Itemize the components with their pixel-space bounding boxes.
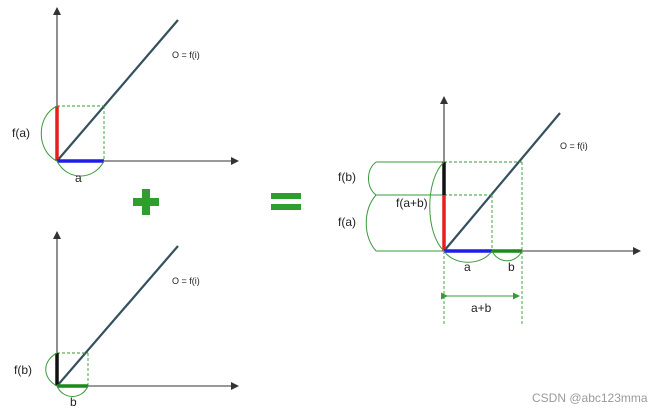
label-fb: f(b) bbox=[338, 170, 356, 184]
label-fa: f(a) bbox=[12, 126, 30, 140]
label-fab: f(a+b) bbox=[396, 196, 428, 210]
function-label: O = f(i) bbox=[560, 141, 588, 151]
plus-sign bbox=[133, 189, 159, 215]
panel-right: O = f(i) f(b) f(a) f(a+b) a b a+b bbox=[338, 96, 641, 324]
brace-b bbox=[56, 385, 89, 397]
label-a: a bbox=[75, 171, 82, 185]
watermark: CSDN @abc123mma bbox=[532, 391, 648, 405]
brace-fa bbox=[40, 105, 58, 162]
brace-fb bbox=[45, 352, 58, 387]
equals-sign bbox=[271, 193, 301, 210]
function-label: O = f(i) bbox=[172, 276, 200, 286]
brace-fab bbox=[429, 161, 445, 252]
function-label: O = f(i) bbox=[172, 50, 200, 60]
brace-a bbox=[56, 160, 105, 177]
identity-line bbox=[443, 112, 561, 252]
brace-b bbox=[491, 250, 523, 262]
identity-line bbox=[56, 245, 179, 387]
panel-top-left: O = f(i) f(a) a bbox=[12, 7, 239, 185]
label-apb: a+b bbox=[471, 301, 492, 315]
label-b: b bbox=[508, 260, 515, 274]
panel-bottom-left: O = f(i) f(b) b bbox=[14, 231, 239, 409]
brace-a bbox=[443, 250, 493, 263]
brace-fb bbox=[368, 161, 377, 196]
label-a: a bbox=[464, 260, 471, 274]
label-b: b bbox=[70, 395, 77, 409]
label-fa: f(a) bbox=[338, 215, 356, 229]
label-fb: f(b) bbox=[14, 363, 32, 377]
identity-line bbox=[56, 19, 179, 162]
brace-fa bbox=[365, 194, 377, 252]
